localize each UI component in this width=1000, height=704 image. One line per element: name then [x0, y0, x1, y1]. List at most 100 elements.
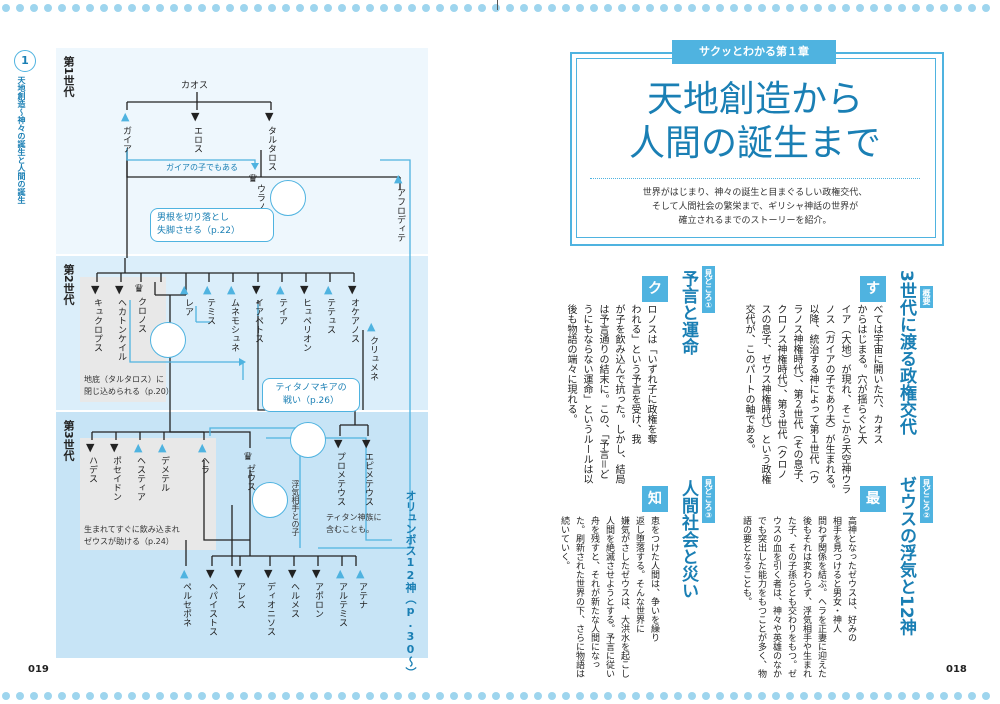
lace-scallop	[576, 692, 584, 700]
overview-line-2: からはじまる。穴が揺らぐと大	[855, 304, 866, 444]
humans-line-2: 返し堕落する。そんな世界に	[634, 516, 644, 633]
lace-scallop	[198, 4, 206, 12]
node-ares: アレス	[235, 582, 245, 609]
node-persephone: ペルセポネ	[181, 582, 191, 627]
node-okeanos: オケアノス	[349, 298, 359, 343]
node-zeus: ゼウス	[245, 464, 255, 491]
initial-badge-overview: す	[860, 276, 886, 302]
lace-scallop	[674, 4, 682, 12]
lace-scallop	[226, 692, 234, 700]
lace-scallop	[982, 692, 990, 700]
overview-line-6: ラノス神権時代）、第２世代（その息子、	[791, 304, 802, 489]
lace-scallop	[366, 4, 374, 12]
crown-icon-zeus: ♛	[243, 450, 253, 463]
affair-note: 浮気相手との子	[291, 480, 300, 536]
node-apollon: アポロン	[313, 582, 323, 618]
section-body-humans: 恵をつけた人間は、争いを繰り 返し堕落する。そんな世界に 嫌気がさしたゼウスは、…	[556, 516, 661, 678]
lace-scallop	[548, 4, 556, 12]
lace-scallop	[856, 4, 864, 12]
lace-scallop	[940, 692, 948, 700]
lace-scallop	[338, 4, 346, 12]
goddess-icon-persephone: ▲	[180, 567, 189, 580]
goddess-icon-artemis: ▲	[336, 567, 345, 580]
lace-scallop	[408, 692, 416, 700]
lace-scallop	[324, 692, 332, 700]
lace-scallop	[380, 692, 388, 700]
chapter-mark: 1	[14, 50, 36, 72]
lace-scallop	[100, 4, 108, 12]
node-prometheus: プロメテウス	[335, 452, 345, 506]
section-tag-zeus: 見どころ②	[920, 476, 933, 523]
section-title-overview: 3世代に渡る政権交代	[896, 270, 916, 435]
goddess-icon-klymene: ▲	[367, 320, 376, 333]
lace-scallop	[772, 692, 780, 700]
tartaros-note: 地底（タルタロス）に 閉じ込められる（p.20）	[84, 374, 174, 398]
side-title: 天地創造〜神々の誕生と人間の誕生	[17, 76, 26, 204]
title-box	[570, 52, 944, 246]
lace-scallop	[702, 692, 710, 700]
goddess-icon-demeter: ▲	[158, 441, 167, 454]
lace-scallop	[800, 692, 808, 700]
lace-scallop	[506, 692, 514, 700]
lace-scallop	[2, 4, 10, 12]
section-title-zeus: ゼウスの浮気と12神	[896, 476, 916, 636]
overview-line-8: スの息子、ゼウス神権時代）という政権	[759, 304, 770, 484]
overview-line-4: ノス（ガイアの子であり夫）が生まれる。	[823, 304, 834, 494]
portrait-prometheus	[290, 422, 326, 458]
lace-scallop	[954, 692, 962, 700]
title-line-1: 天地創造から	[646, 79, 863, 120]
node-hestia: ヘスティア	[135, 456, 145, 501]
node-gaia: ガイア	[121, 126, 131, 153]
node-hephaistos: ヘパイストス	[207, 582, 217, 636]
lace-scallop	[730, 4, 738, 12]
lace-scallop	[814, 692, 822, 700]
node-athena: アテナ	[357, 582, 367, 609]
callout-titanomachy-line1: ティタノマキアの	[275, 383, 347, 393]
lace-scallop	[30, 4, 38, 12]
lace-scallop	[632, 4, 640, 12]
lace-scallop	[282, 4, 290, 12]
lace-scallop	[520, 692, 528, 700]
god-icon-hekatoncheires: ▼	[115, 283, 124, 296]
lace-scallop	[478, 692, 486, 700]
node-artemis: アルテミス	[337, 582, 347, 627]
lace-scallop	[142, 4, 150, 12]
lace-scallop	[142, 692, 150, 700]
page-number-right: 018	[946, 664, 967, 675]
node-aphrodite: アフロディテ	[395, 188, 405, 242]
god-icon-tartaros: ▼	[265, 110, 274, 123]
prophecy-line-3: が子を飲み込んで抗った。しかし、結局	[613, 304, 624, 484]
lead-text: 世界がはじまり、神々の誕生と目まぐるしい政権交代、 そして人間社会の繁栄まで、ギ…	[590, 186, 920, 228]
lace-scallop	[282, 692, 290, 700]
callout-titanomachy-line2: 戦い（p.26）	[282, 396, 340, 406]
zeus-line-4: 後もそれは変わらず、浮気相手や生まれ	[801, 516, 811, 678]
lace-scallop	[114, 692, 122, 700]
tartaros-note-line2: 閉じ込められる（p.20）	[84, 387, 174, 396]
lace-scallop	[492, 692, 500, 700]
lace-scallop	[170, 692, 178, 700]
overview-line-9: 交代が、このパートの軸である。	[743, 304, 754, 454]
goddess-icon-theia: ▲	[276, 283, 285, 296]
lace-scallop	[744, 4, 752, 12]
zeus-line-6: ウスの血を引く者は、神々や英雄のなか	[771, 516, 781, 678]
lace-scallop	[422, 692, 430, 700]
lace-scallop	[408, 4, 416, 12]
node-mnemosyne: ムネモシュネ	[229, 298, 239, 352]
prophecy-line-6: 後も物語の端々に現れる。	[565, 304, 576, 424]
node-kronos: クロノス	[136, 297, 146, 333]
titan-note-line2: 含むことも。	[326, 525, 374, 534]
lace-scallop	[380, 4, 388, 12]
lace-scallop	[772, 4, 780, 12]
god-icon-iapetos: ▼	[252, 283, 261, 296]
god-icon-apollon: ▼	[312, 567, 321, 580]
lace-scallop	[254, 692, 262, 700]
goddess-icon-rhea: ▲	[180, 283, 189, 296]
node-chaos: カオス	[181, 81, 209, 91]
node-rhea: レア	[183, 298, 193, 316]
lace-scallop	[940, 4, 948, 12]
prophecy-line-1: ロノスは「いずれ子に政権を奪	[645, 304, 656, 444]
lace-scallop	[184, 4, 192, 12]
zeus-line-7: でも突出した能力をもつことが多く、物	[756, 516, 766, 678]
lace-scallop	[198, 692, 206, 700]
